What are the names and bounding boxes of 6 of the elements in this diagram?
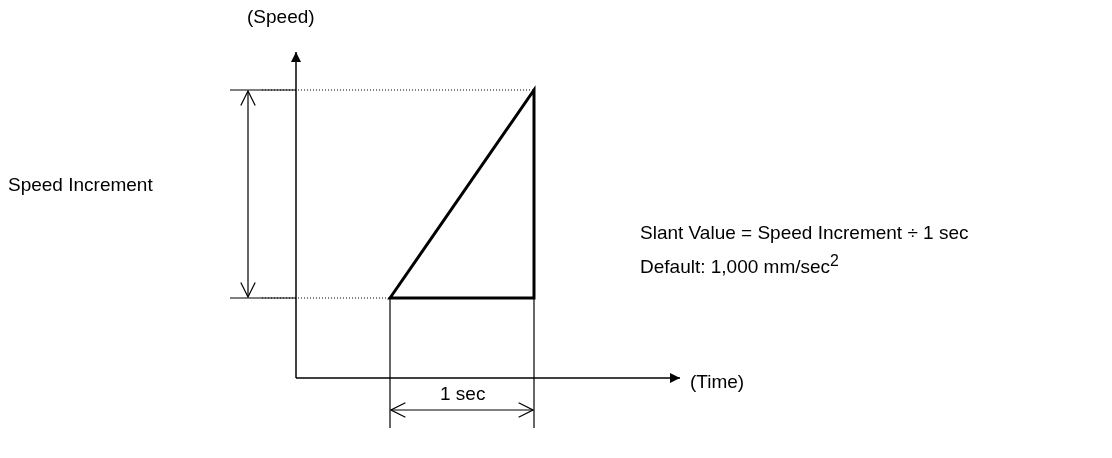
- axis-label: (Speed): [247, 6, 315, 28]
- dimension-label: 1 sec: [440, 383, 486, 405]
- formula-note: Slant Value = Speed Increment ÷ 1 sec: [640, 222, 969, 244]
- axis-label: (Time): [690, 371, 745, 393]
- default-note: Default: 1,000 mm/sec$^{2}$: [640, 251, 839, 279]
- dimension-label: Speed Increment: [8, 174, 153, 196]
